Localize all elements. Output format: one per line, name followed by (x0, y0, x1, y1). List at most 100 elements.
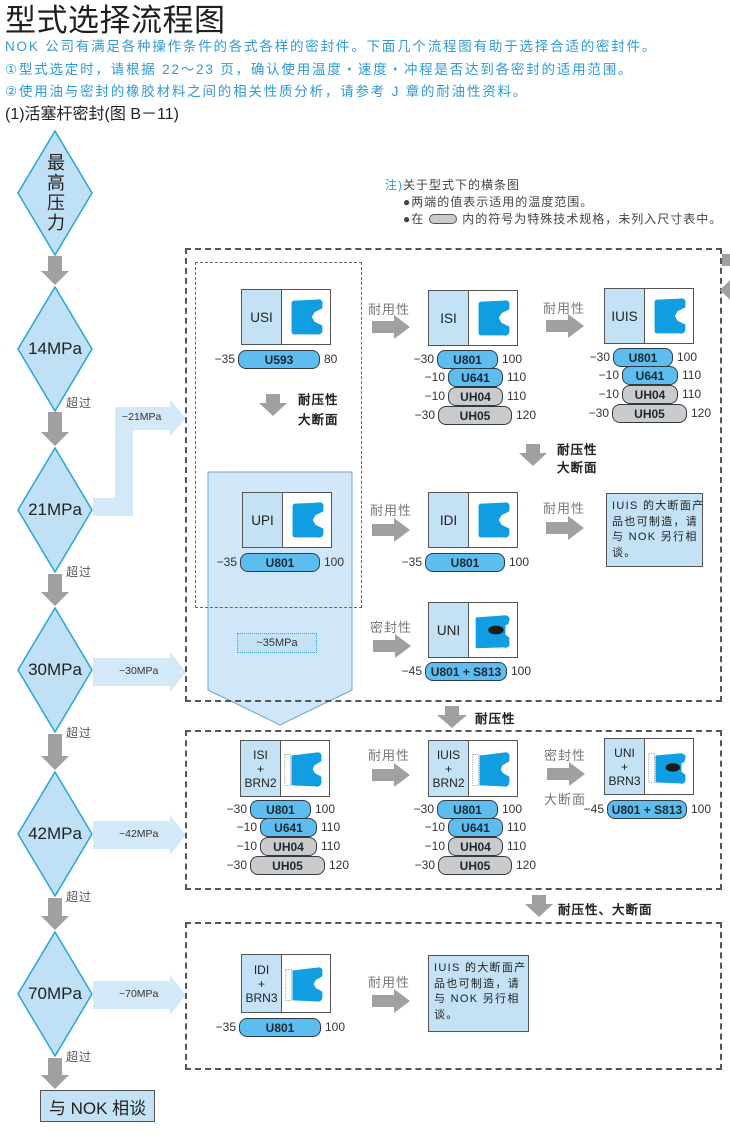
diamond-shape (17, 130, 93, 256)
backup-ring-name: BRN3 (245, 990, 278, 1005)
seal-with-backup-ring-icon (281, 743, 329, 795)
min-temperature: −10 (598, 387, 619, 401)
min-temperature: −45 (583, 802, 604, 816)
material-row: −10 UH04 110 (237, 837, 340, 856)
seal-card-uni-brn3: UNI + BRN3 (604, 738, 694, 795)
seal-type-name: UNI (436, 622, 461, 638)
min-temperature: −10 (424, 370, 445, 384)
transition-label-durability: 耐用性 (368, 975, 411, 990)
diamond-label: 70MPa (28, 984, 82, 1003)
max-temperature: 100 (315, 802, 336, 816)
material-row: −30 U801 100 (414, 800, 522, 819)
legend-item-temperature: ●两端的值表示适用的温度范围。 (403, 195, 593, 210)
min-temperature: −35 (215, 1020, 236, 1034)
large-section-note: IUIS 的大断面产 品也可制造，请 与 NOK 另行相 谈。 (606, 493, 703, 567)
max-temperature: 100 (325, 1020, 346, 1034)
transition-label-pressure-and-section: 耐压性、大断面 (558, 903, 653, 917)
min-temperature: −30 (226, 802, 247, 816)
min-temperature: −35 (214, 352, 235, 366)
min-temperature: −10 (424, 389, 445, 403)
seal-profile-icon (469, 604, 517, 656)
group-box-low-pressure (185, 248, 722, 702)
right-arrow-icon (372, 518, 410, 542)
group-box-42mpa (185, 730, 722, 890)
seal-type-name: UPI (251, 512, 274, 528)
seal-type-label: ISI + BRN2 (241, 741, 281, 796)
material-row: −10 UH04 110 (599, 385, 701, 404)
transition-label-pressure: 耐压性 (557, 443, 598, 457)
branch-arrow-21mpa (93, 400, 186, 516)
seal-profile-icon (283, 494, 331, 546)
material-row: −10 U641 110 (425, 368, 526, 387)
seal-type-label: IUIS (605, 289, 645, 343)
material-code-badge: U801 (425, 553, 505, 572)
seal-card-isi: ISI (428, 290, 518, 346)
partial-arrow-icon (720, 254, 730, 300)
material-code-badge: U641 (448, 818, 503, 837)
material-code-badge: UH05 (250, 856, 325, 875)
group-box-70mpa (185, 922, 722, 1070)
material-code-badge: UH04 (622, 385, 678, 404)
seal-type-name: ISI (440, 310, 457, 326)
decision-diamond-14mpa: 14MPa (17, 286, 93, 412)
material-code-badge: U801 (240, 553, 320, 572)
material-row: −45 U801 + S813 100 (584, 800, 711, 819)
max-temperature: 100 (324, 555, 345, 569)
legend-item-text: 在 (411, 212, 425, 226)
material-row: −30 UH05 120 (589, 404, 711, 423)
max-temperature: 110 (321, 839, 341, 853)
material-code-badge: U593 (238, 350, 320, 369)
legend-title-line: 注)关于型式下的横条图 (385, 178, 520, 193)
diamond-label: 14MPa (28, 339, 82, 358)
note-line: IUIS 的大断面产 (434, 962, 527, 974)
min-temperature: −10 (236, 839, 257, 853)
exceed-label: 超过 (66, 1050, 93, 1064)
diamond-shape (17, 931, 93, 1057)
seal-profile-icon (645, 290, 693, 342)
backup-ring-name: BRN2 (432, 775, 465, 790)
combination-plus: + (256, 761, 264, 776)
material-row: −35 U801 100 (217, 553, 344, 572)
seal-type-label: UNI (429, 603, 469, 657)
max-temperature: 100 (502, 352, 523, 366)
seal-type-label: UPI (243, 493, 283, 547)
transition-label-sealing: 密封性 (370, 620, 413, 635)
transition-label-durability: 耐用性 (370, 503, 413, 518)
exceed-label: 超过 (66, 396, 93, 410)
seal-profile-frame (282, 290, 330, 344)
max-temperature: 100 (511, 664, 532, 678)
seal-type-name: IUIS (611, 308, 638, 324)
diamond-shape (17, 607, 93, 733)
seal-type-label: IDI + BRN3 (242, 955, 282, 1012)
diamond-label: 30MPa (28, 660, 82, 679)
min-temperature: −30 (414, 858, 435, 872)
max-temperature: 110 (507, 370, 527, 384)
material-row: −30 UH05 120 (415, 406, 536, 425)
material-row: −10 U641 110 (599, 366, 701, 385)
branch-range-label: ~42MPa (119, 828, 159, 840)
max-temperature: 110 (507, 839, 527, 853)
note-line: 与 NOK 另行相 (612, 531, 698, 543)
down-arrow-icon (519, 444, 547, 466)
note-line: 谈。 (434, 1008, 459, 1021)
note-line: 谈。 (612, 546, 637, 559)
material-code-badge: UH05 (438, 856, 512, 875)
seal-profile-icon (282, 291, 330, 343)
material-code-badge: U801 (437, 350, 498, 369)
material-code-badge: U801 + S813 (425, 662, 507, 681)
legend-title: 关于型式下的横条图 (403, 178, 521, 192)
material-code-badge: U641 (260, 818, 317, 837)
material-row: −30 U801 100 (414, 350, 522, 369)
right-arrow-icon (372, 763, 410, 787)
seal-profile-frame (645, 289, 693, 343)
down-arrow-icon (41, 898, 69, 930)
seal-type-label: IDI (429, 493, 469, 547)
seal-type-label: USI (242, 290, 282, 344)
note-line: 品也可制造，请 (612, 515, 699, 528)
seal-type-name: ISI (253, 747, 268, 762)
min-temperature: −10 (424, 839, 445, 853)
material-code-badge: UH05 (438, 406, 512, 425)
seal-type-label: UNI + BRN3 (605, 739, 645, 794)
branch-arrow-70mpa (93, 975, 186, 1015)
max-temperature: 120 (516, 408, 537, 422)
